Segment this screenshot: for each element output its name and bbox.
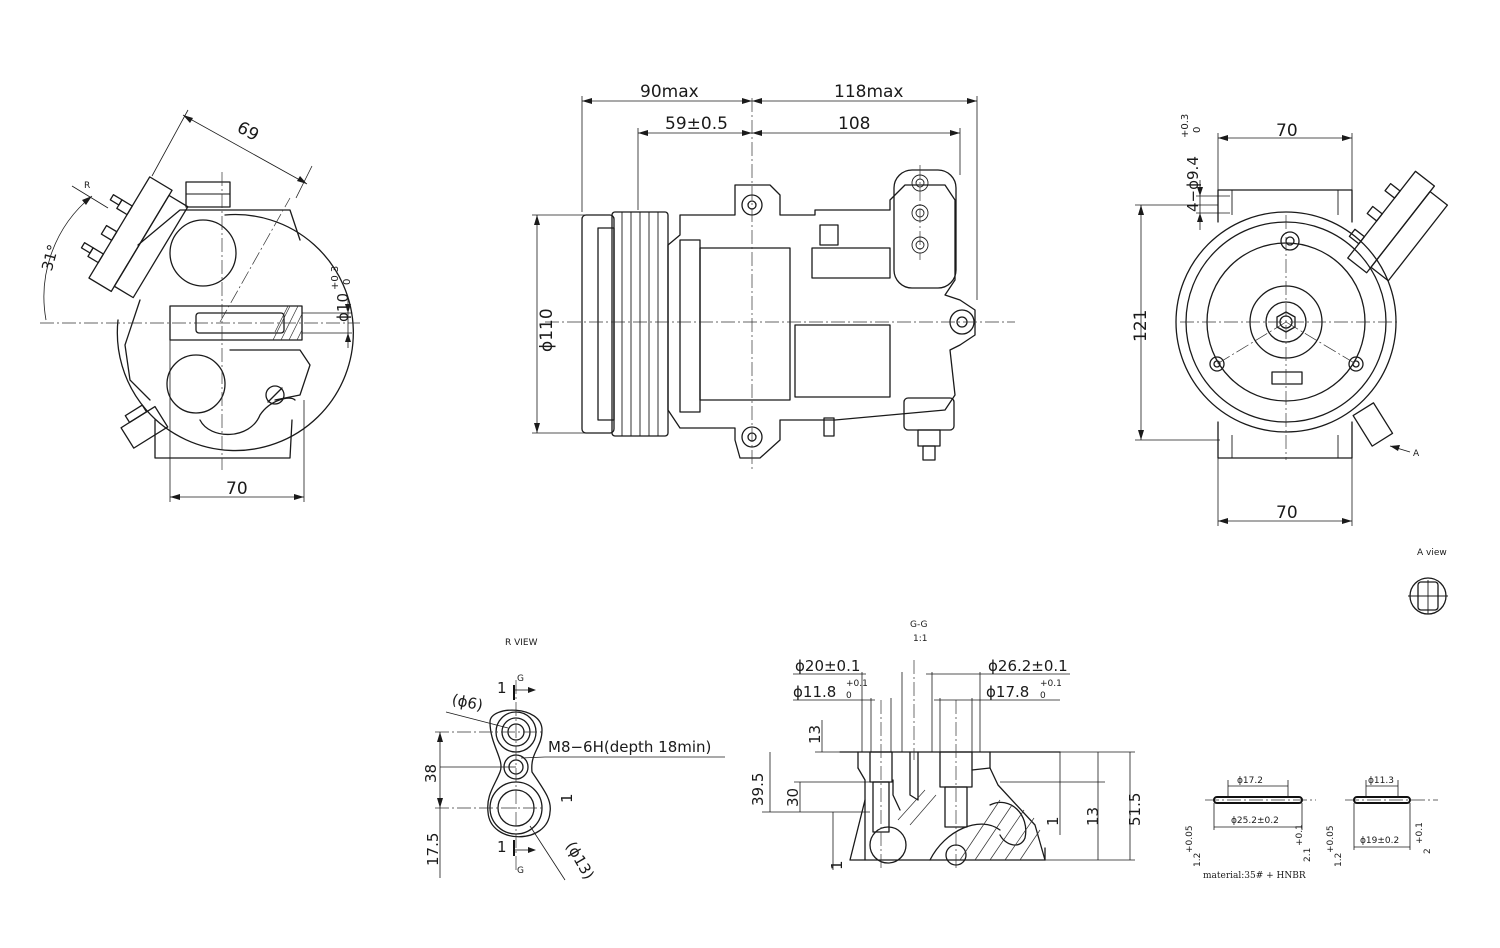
section-g-g: G-G 1:1 ϕ20±0.: [749, 620, 1144, 870]
section-dim-phi17-8-tol-upper: +0.1: [1040, 679, 1062, 689]
section-dim-30: 30: [784, 788, 802, 807]
seal-1-outer-dia: ϕ25.2±0.2: [1231, 816, 1279, 826]
right-hole-tol-lower: 0: [1192, 127, 1203, 133]
seal-2-thickness: 1.2: [1334, 853, 1344, 867]
seal-1-profile: [1213, 796, 1303, 804]
right-bottom-width: 70: [1276, 503, 1298, 523]
r-view-title: R VIEW: [505, 638, 538, 648]
section-scale: 1:1: [913, 634, 927, 644]
front-dim-108: 108: [838, 114, 870, 134]
section-dim-phi17-8-tol-lower: 0: [1040, 691, 1046, 701]
r-view-thread-spec: M8−6H(depth 18min): [548, 738, 711, 756]
front-dim-118max: 118max: [834, 82, 904, 102]
section-dim-1-right: 1: [1044, 816, 1062, 826]
seal-1-inner-dia: ϕ17.2: [1237, 776, 1263, 786]
right-hole-tol-upper: +0.3: [1180, 114, 1191, 138]
left-lower-port: [166, 354, 226, 414]
a-view-title: A view: [1417, 548, 1447, 558]
section-dim-phi26-2: ϕ26.2±0.1: [988, 657, 1068, 675]
rear-manifold: [893, 169, 957, 289]
seal-2-thickness-tol: +0.05: [1326, 825, 1336, 853]
r-view-1-bottom: 1: [497, 838, 507, 856]
seal-1-height: 2.1: [1303, 848, 1313, 862]
r-view-outline: [487, 709, 551, 838]
left-side-view: 70 69 31° R ϕ10 +0.3 0: [38, 109, 360, 502]
r-view-phi6: (ϕ6): [450, 690, 484, 714]
right-hole-spec: 4−ϕ9.4: [1184, 156, 1202, 212]
left-width-dimension: 70: [226, 479, 248, 499]
seal-1-thickness-tol: +0.05: [1185, 825, 1195, 853]
a-view-detail: A view: [1408, 548, 1448, 615]
seal-2-height-tol: +0.1: [1415, 822, 1425, 844]
section-title: G-G: [910, 620, 928, 630]
r-view-g-top: G: [517, 674, 524, 684]
right-view: 70 4−ϕ9.4 +0.3 0 121 70 A: [1131, 114, 1449, 526]
left-bolt-section: [169, 305, 303, 341]
front-dim-59: 59±0.5: [665, 114, 728, 134]
seal-1-thickness: 1.2: [1193, 853, 1203, 867]
section-dim-51-5: 51.5: [1126, 793, 1144, 826]
r-view-dim-38: 38: [422, 764, 440, 783]
seal-1-height-tol: +0.1: [1295, 824, 1305, 846]
section-dim-39-5: 39.5: [749, 773, 767, 806]
r-view-1-top: 1: [497, 679, 507, 697]
seal-material-note: material:35# + HNBR: [1203, 871, 1306, 881]
a-view-marker: A: [1413, 449, 1420, 459]
seal-2-outer-dia: ϕ19±0.2: [1360, 836, 1399, 846]
front-view: 90max 118max 59±0.5 108 ϕ110: [532, 82, 1015, 470]
left-bolt-diameter: ϕ10: [334, 293, 352, 322]
r-view-marker: R: [84, 181, 90, 191]
front-electrical-connector: [903, 397, 955, 431]
section-dim-phi20: ϕ20±0.1: [795, 657, 860, 675]
seal-2-inner-dia: ϕ11.3: [1368, 776, 1394, 786]
left-angled-dimension: 69: [233, 118, 262, 146]
section-dim-phi11-8-tol-upper: +0.1: [846, 679, 868, 689]
right-height-121: 121: [1131, 310, 1151, 342]
left-bolt-tol-upper: +0.3: [330, 266, 341, 290]
right-manifold: [1347, 170, 1436, 274]
section-dim-13-top: 13: [806, 725, 824, 744]
seal-details: ϕ17.2 ϕ25.2±0.2 1.2 +0.05 2.1 +0.1 ϕ11.3…: [1185, 776, 1438, 881]
r-view-1-right: 1: [558, 793, 576, 803]
seal-2-height: 2: [1423, 848, 1433, 854]
r-view: R VIEW G G 1 1 1 (ϕ6) M8−6H(depth 18min): [422, 638, 725, 883]
seal-2-profile: [1353, 796, 1411, 804]
r-view-phi13: (ϕ13): [562, 838, 598, 882]
section-dim-13-right: 13: [1084, 807, 1102, 826]
right-top-width: 70: [1276, 121, 1298, 141]
section-dim-phi11-8: ϕ11.8: [793, 683, 836, 701]
left-angle-dimension: 31°: [38, 242, 62, 272]
section-dim-phi17-8: ϕ17.8: [986, 683, 1029, 701]
section-dim-1-left: 1: [828, 860, 846, 870]
r-view-g-bottom: G: [517, 866, 524, 876]
front-dim-110: ϕ110: [537, 308, 557, 352]
left-bolt-tol-lower: 0: [342, 279, 353, 285]
right-electrical-connector: [1352, 402, 1394, 447]
section-dim-phi11-8-tol-lower: 0: [846, 691, 852, 701]
body-panel-lower: [794, 324, 891, 398]
section-left-bore: [869, 826, 907, 864]
r-view-dim-17-5: 17.5: [424, 833, 442, 866]
front-dim-90max: 90max: [640, 82, 699, 102]
left-upper-port: [169, 219, 237, 287]
compressor-body: [667, 184, 976, 459]
